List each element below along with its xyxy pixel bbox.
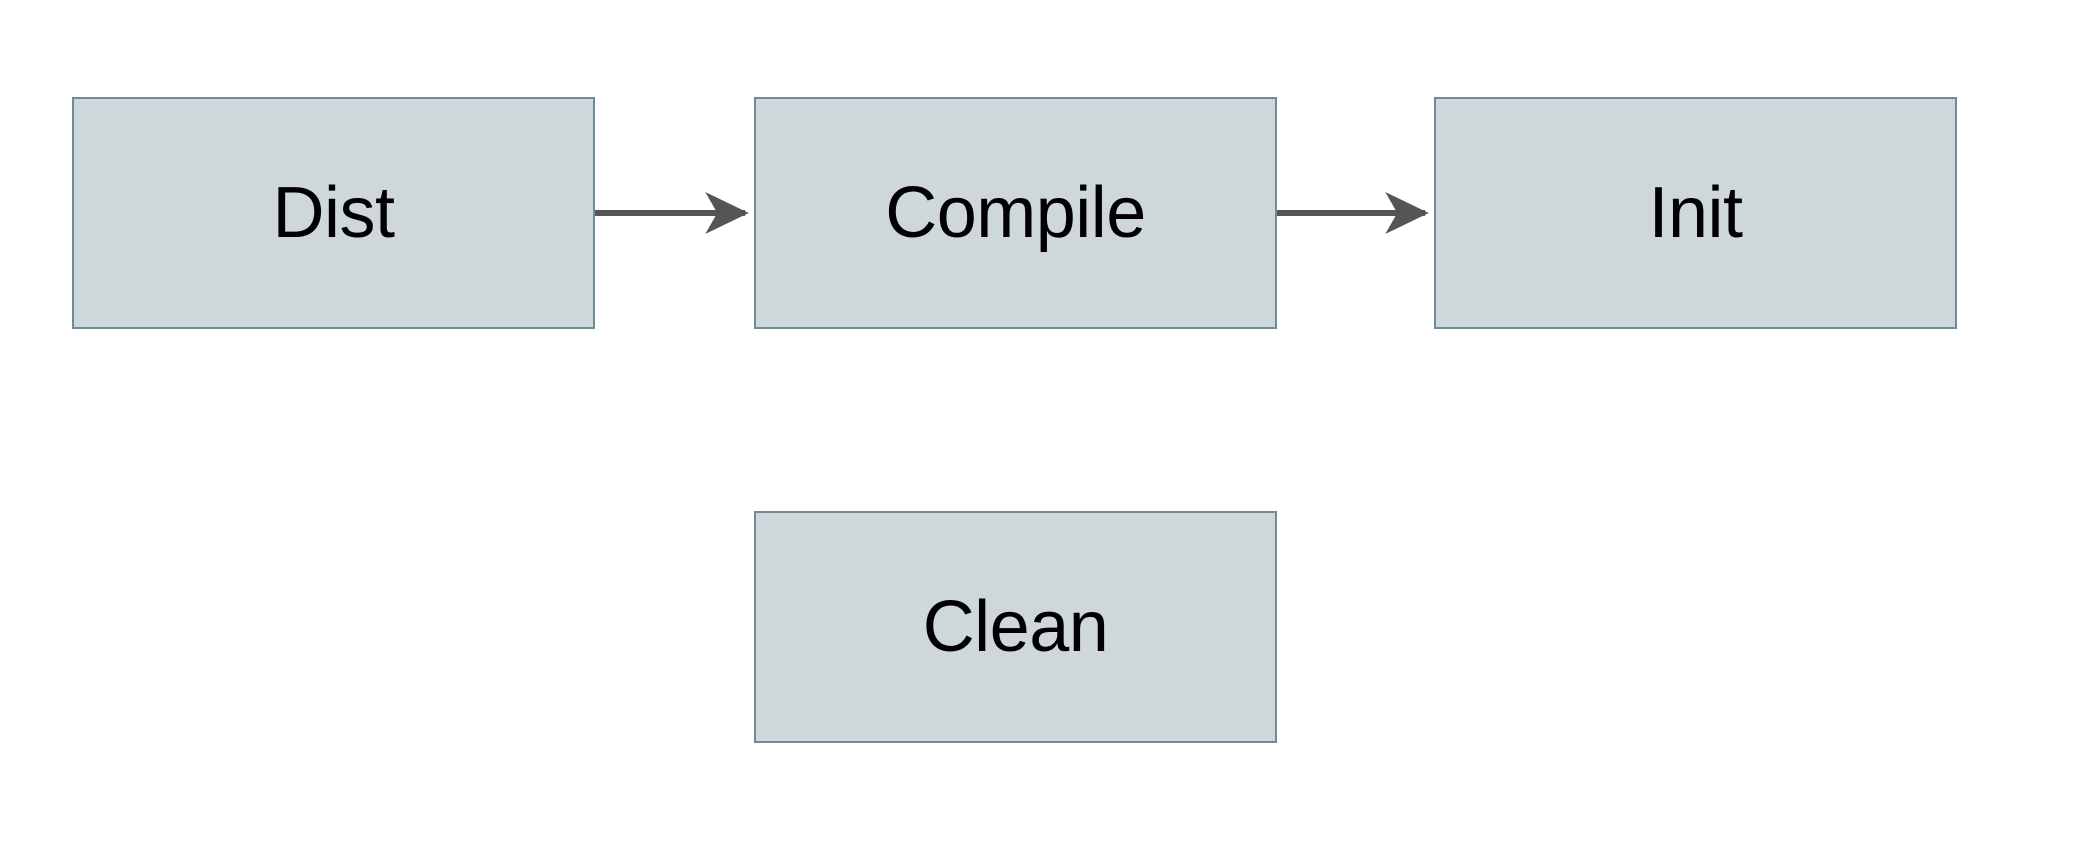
node-init[interactable]: Init	[1434, 97, 1957, 329]
node-dist-label: Dist	[272, 173, 396, 253]
edge-dist-to-compile-hitarea[interactable]	[595, 200, 754, 226]
node-compile[interactable]: Compile	[754, 97, 1277, 329]
node-clean-label: Clean	[922, 587, 1109, 667]
node-dist[interactable]: Dist	[72, 97, 595, 329]
node-init-label: Init	[1648, 173, 1743, 253]
edge-compile-to-init-hitarea[interactable]	[1277, 200, 1434, 226]
node-clean[interactable]: Clean	[754, 511, 1277, 743]
node-compile-label: Compile	[885, 173, 1146, 253]
